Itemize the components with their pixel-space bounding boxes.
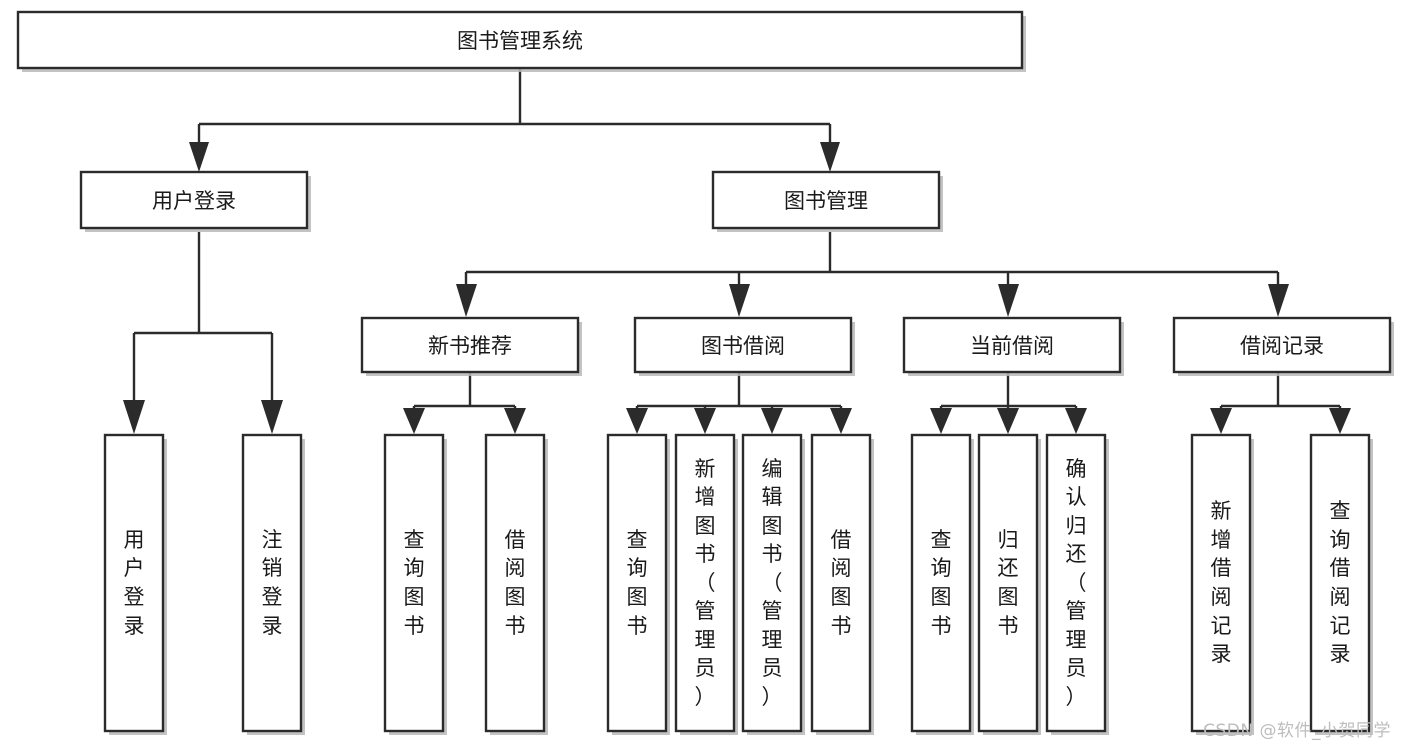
arrow-head-leaf-confirm-return	[1065, 408, 1087, 434]
node-book-borrow-label: 图书借阅	[701, 334, 785, 358]
arrow-head-leaf-query-book-3	[930, 408, 952, 434]
node-borrow-record[interactable]: 借阅记录	[1172, 316, 1394, 376]
node-root-rect	[16, 10, 1024, 70]
node-new-book-recommend-rect	[360, 316, 580, 374]
leaf-user-logout-rect[interactable]	[241, 433, 303, 733]
arrow-head-leaf-add-book	[694, 408, 716, 434]
arrow-head-book-manage	[820, 142, 840, 172]
node-root-label: 图书管理系统	[457, 29, 583, 53]
arrow-head-leaf-borrow-book-2	[830, 408, 852, 434]
node-user-login-rect	[79, 170, 309, 230]
leaf-return-book-rect[interactable]	[977, 433, 1039, 733]
arrow-head-leaf-query-record	[1329, 408, 1351, 434]
node-user-login-label: 用户登录	[152, 189, 236, 213]
arrow-head-leaf-borrow-book-1	[504, 408, 526, 434]
leaf-edit-book-rect[interactable]	[741, 433, 803, 733]
leaf-query-book-3-rect[interactable]	[910, 433, 972, 733]
node-book-borrow[interactable]: 图书借阅	[633, 316, 855, 376]
leaf-query-book-1-rect[interactable]	[383, 433, 445, 733]
node-book-borrow-rect	[633, 316, 853, 374]
arrow-head-book-borrow	[729, 284, 750, 317]
leaf-box-layer	[103, 433, 1373, 735]
arrow-head-leaf-return-book	[997, 408, 1019, 434]
node-book-manage-rect	[711, 170, 941, 230]
node-book-manage[interactable]: 图书管理	[711, 170, 943, 232]
node-new-book-recommend[interactable]: 新书推荐	[360, 316, 582, 376]
arrow-head-borrow-record	[1268, 284, 1289, 317]
node-borrow-record-rect	[1172, 316, 1392, 374]
leaf-confirm-return-rect[interactable]	[1045, 433, 1107, 733]
node-current-borrow-label: 当前借阅	[970, 334, 1054, 358]
connector-layer	[123, 68, 1351, 434]
arrow-head-leaf-edit-book	[761, 408, 783, 434]
arrow-head-user-login	[189, 142, 209, 172]
leaf-query-record-rect[interactable]	[1309, 433, 1371, 733]
arrow-head-current-borrow	[998, 284, 1019, 317]
node-root[interactable]: 图书管理系统	[16, 10, 1026, 72]
csdn-watermark: CSDN @软件_小贺同学	[1203, 721, 1391, 741]
arrow-head-new-book-recommend	[456, 284, 477, 317]
node-user-login[interactable]: 用户登录	[79, 170, 311, 232]
leaf-borrow-book-2-rect[interactable]	[810, 433, 872, 733]
arrow-head-leaf-query-book-1	[403, 408, 425, 434]
arrow-head-leaf-add-record	[1210, 408, 1232, 434]
node-current-borrow[interactable]: 当前借阅	[902, 316, 1124, 376]
node-current-borrow-rect	[902, 316, 1122, 374]
arrow-head-leaf-query-book-2	[626, 408, 648, 434]
node-book-manage-label: 图书管理	[784, 189, 868, 213]
leaf-add-book-rect[interactable]	[674, 433, 736, 733]
leaf-user-login-rect[interactable]	[103, 433, 165, 733]
node-new-book-recommend-label: 新书推荐	[428, 334, 512, 358]
leaf-query-book-2-rect[interactable]	[606, 433, 668, 733]
arrow-head-leaf-user-logout	[261, 400, 283, 434]
arrow-head-leaf-user-login	[123, 400, 145, 434]
node-borrow-record-label: 借阅记录	[1240, 334, 1324, 358]
leaf-add-record-rect[interactable]	[1190, 433, 1252, 733]
leaf-borrow-book-1-rect[interactable]	[484, 433, 546, 733]
